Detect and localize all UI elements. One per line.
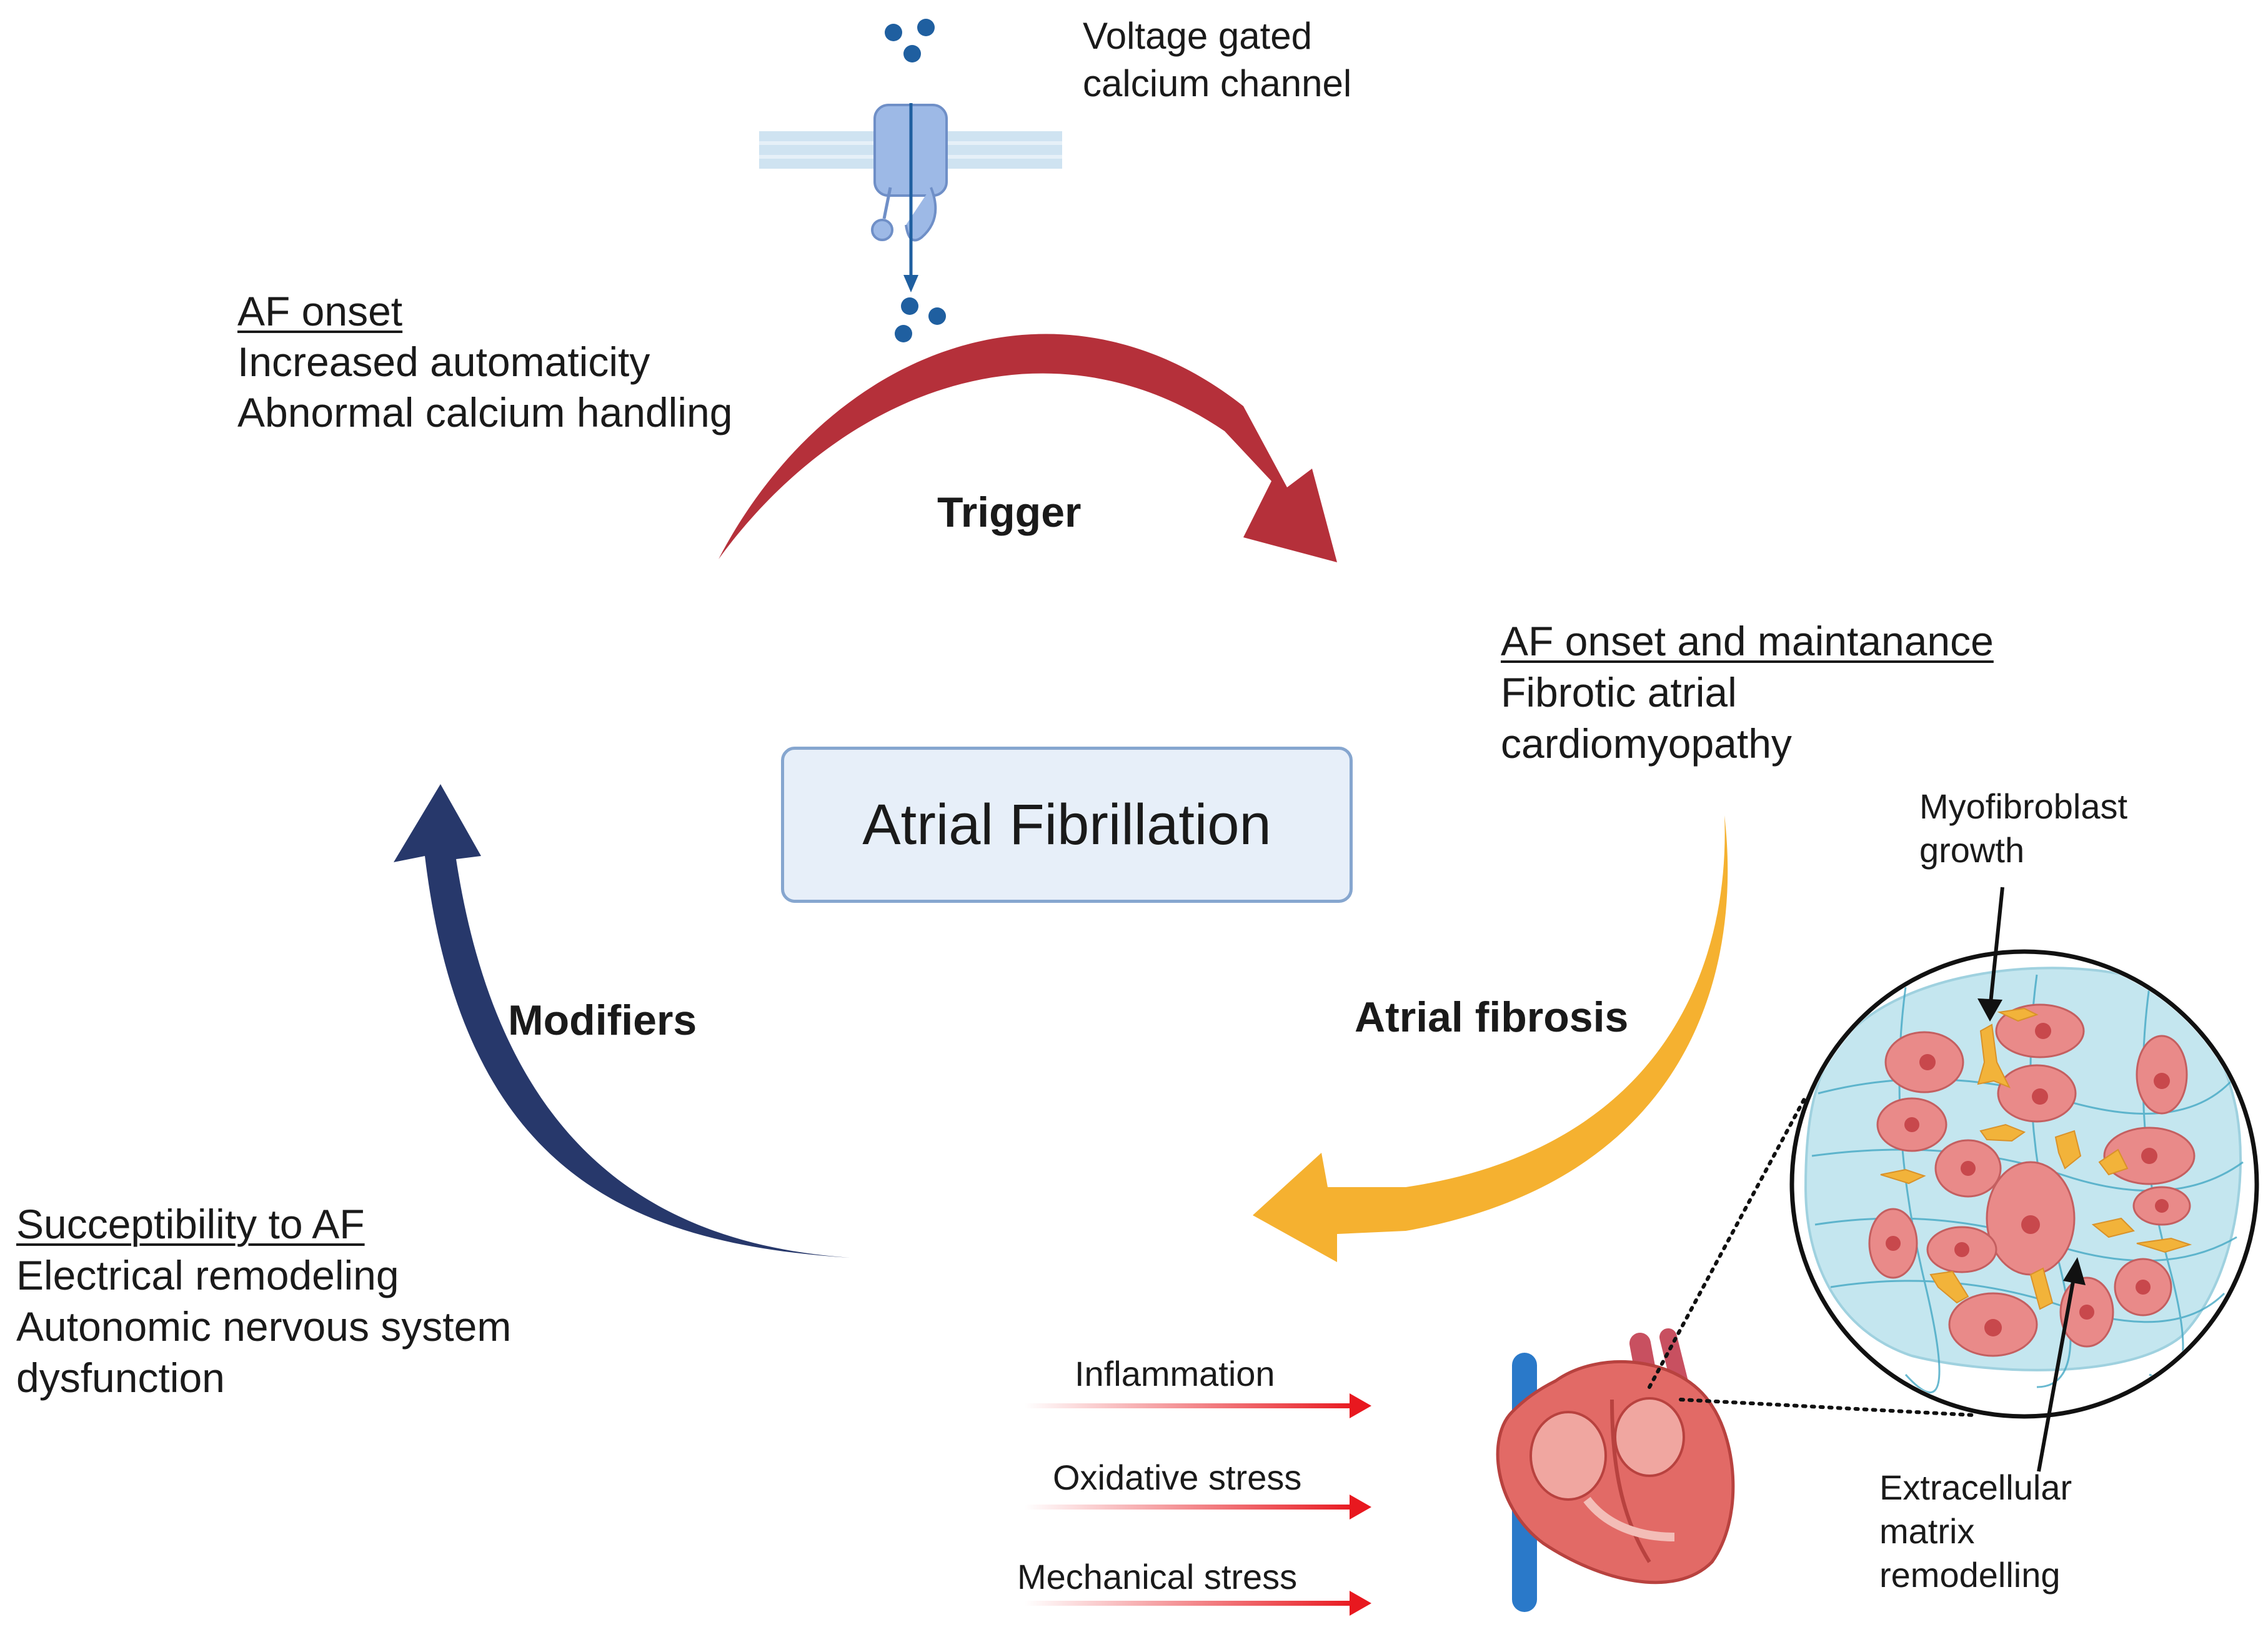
- trigger-line-1: Increased automaticity: [237, 339, 650, 385]
- channel-label-line1: Voltage gated: [1083, 15, 1313, 57]
- channel-label-line2: calcium channel: [1083, 62, 1352, 104]
- zoom-line-lower: [1679, 1398, 1976, 1417]
- ecm-pointer: [2037, 1274, 2076, 1472]
- modifiers-arrow-label: Modifiers: [508, 997, 697, 1044]
- stressor-mechanical: Mechanical stress: [1017, 1557, 1298, 1596]
- center-title: Atrial Fibrillation: [862, 792, 1271, 857]
- fibrosis-arrow-label: Atrial fibrosis: [1355, 993, 1629, 1041]
- calcium-channel-illustration: [759, 19, 1062, 342]
- atrial-fibrosis-arrow: [1253, 815, 1728, 1262]
- stress-arrows: [1025, 1393, 1371, 1616]
- modifiers-heading: Succeptibility to AF: [16, 1201, 365, 1247]
- modifiers-line-3: dysfunction: [16, 1355, 225, 1401]
- myofibroblast-label-line1: Myofibroblast: [1919, 787, 2128, 826]
- stressor-oxidative: Oxidative stress: [1053, 1458, 1302, 1497]
- calcium-ions-bottom: [895, 297, 946, 342]
- stress-arrow-inflammation: [1025, 1403, 1356, 1408]
- atrial-fibrillation-box: Atrial Fibrillation: [781, 747, 1353, 903]
- calcium-ions-top: [885, 19, 935, 62]
- fibrosis-line-1: Fibrotic atrial: [1501, 669, 1737, 715]
- ecm-label-line3: remodelling: [1879, 1555, 2061, 1595]
- fibrosis-tissue-inset: [1789, 887, 2259, 1472]
- heart-illustration: [1496, 1328, 1735, 1612]
- stress-arrow-mechanical: [1025, 1601, 1356, 1606]
- trigger-line-2: Abnormal calcium handling: [237, 389, 733, 435]
- ecm-label-line2: matrix: [1879, 1511, 1975, 1551]
- modifiers-line-1: Electrical remodeling: [16, 1252, 399, 1298]
- ecm-label-line1: Extracellular: [1879, 1468, 2072, 1507]
- trigger-heading: AF onset: [237, 288, 403, 334]
- modifiers-arrow: [394, 784, 850, 1258]
- zoom-line-upper: [1648, 1095, 1808, 1389]
- fibrosis-line-2: cardiomyopathy: [1501, 720, 1792, 767]
- stressor-inflammation: Inflammation: [1075, 1354, 1275, 1393]
- trigger-arrow-label: Trigger: [937, 489, 1082, 536]
- modifiers-line-2: Autonomic nervous system: [16, 1303, 512, 1350]
- stress-arrow-oxidative: [1025, 1505, 1356, 1510]
- trigger-arrow: [719, 334, 1337, 562]
- fibrosis-heading: AF onset and maintanance: [1501, 618, 1994, 664]
- myofibroblast-label-line2: growth: [1919, 830, 2025, 870]
- myofibroblast-pointer: [1988, 887, 2004, 1010]
